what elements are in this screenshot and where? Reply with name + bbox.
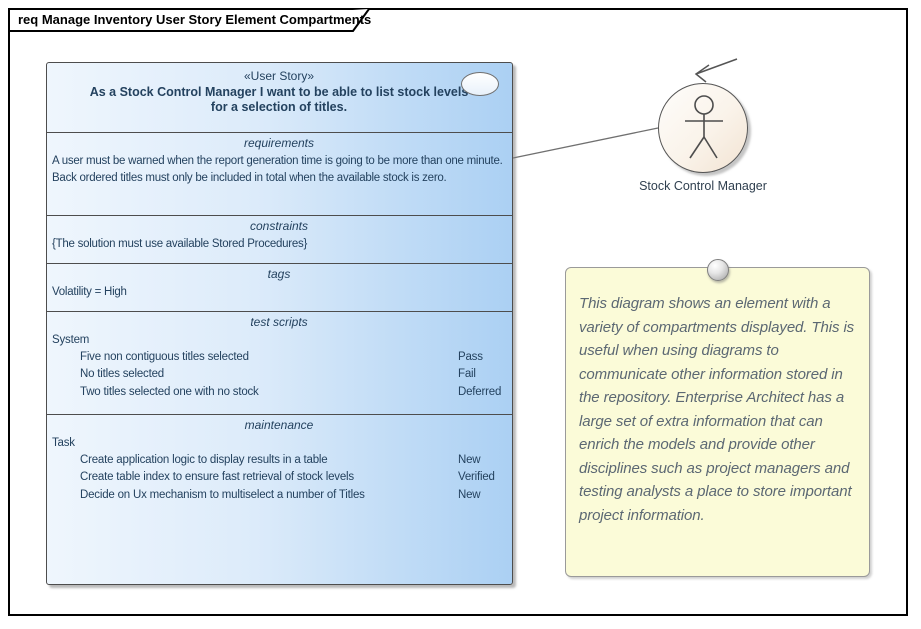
- user-story-header: «User Story» As a Stock Control Manager …: [47, 63, 512, 132]
- note-element[interactable]: This diagram shows an element with a var…: [565, 267, 870, 577]
- maintenance-item-status: Verified: [458, 471, 495, 483]
- actor-icon: [685, 95, 723, 159]
- test-item-text: Five non contiguous titles selected: [80, 350, 249, 363]
- maintenance-item-text: Create table index to ensure fast retrie…: [80, 471, 354, 483]
- maintenance-item-text: Decide on Ux mechanism to multiselect a …: [80, 488, 365, 501]
- requirement-line: A user must be warned when the report ge…: [52, 154, 503, 167]
- test-group-label: System: [52, 333, 90, 346]
- test-item-status: Pass: [458, 350, 483, 363]
- test-item-status: Deferred: [458, 385, 502, 398]
- constraints-compartment: constraints {The solution must use avail…: [47, 214, 512, 263]
- maintenance-item[interactable]: Create application logic to display resu…: [52, 452, 506, 470]
- compartment-title: tags: [267, 266, 291, 281]
- test-item[interactable]: Five non contiguous titles selected Pass: [52, 349, 506, 367]
- test-item-text: Two titles selected one with no stock: [80, 385, 259, 398]
- diagram-frame-title: req Manage Inventory User Story Element …: [18, 12, 372, 27]
- tags-compartment: tags Volatility = High: [47, 262, 512, 311]
- stereotype-label: «User Story»: [243, 69, 315, 83]
- note-pin-icon: [707, 259, 729, 281]
- requirement-line: Back ordered titles must only be include…: [52, 171, 447, 184]
- compartment-title: constraints: [249, 218, 309, 233]
- user-story-element[interactable]: «User Story» As a Stock Control Manager …: [46, 62, 513, 585]
- maintenance-item[interactable]: Create table index to ensure fast retrie…: [52, 469, 506, 487]
- compartment-title: maintenance: [244, 417, 314, 432]
- test-item-status: Fail: [458, 368, 476, 380]
- note-text: This diagram shows an element with a var…: [579, 295, 855, 524]
- maintenance-compartment: maintenance Task Create application logi…: [47, 413, 512, 583]
- test-scripts-compartment: test scripts System Five non contiguous …: [47, 310, 512, 414]
- maintenance-item-status: New: [458, 488, 481, 501]
- actor-element[interactable]: [658, 83, 748, 173]
- constraint-line: {The solution must use available Stored …: [52, 237, 308, 250]
- maintenance-item[interactable]: Decide on Ux mechanism to multiselect a …: [52, 487, 506, 505]
- test-item[interactable]: Two titles selected one with no stock De…: [52, 384, 506, 402]
- maintenance-group-label: Task: [52, 436, 75, 449]
- actor-name-label: Stock Control Manager: [639, 179, 767, 193]
- compartment-title: test scripts: [250, 314, 308, 329]
- maintenance-item-text: Create application logic to display resu…: [80, 453, 328, 466]
- compartment-title: requirements: [243, 135, 315, 150]
- requirements-compartment: requirements A user must be warned when …: [47, 131, 512, 215]
- tag-line: Volatility = High: [52, 285, 127, 298]
- test-item-text: No titles selected: [80, 368, 164, 380]
- user-story-name: As a Stock Control Manager I want to be …: [89, 85, 469, 114]
- test-item[interactable]: No titles selected Fail: [52, 366, 506, 384]
- element-type-ellipse-icon: [461, 72, 499, 96]
- maintenance-item-status: New: [458, 453, 481, 466]
